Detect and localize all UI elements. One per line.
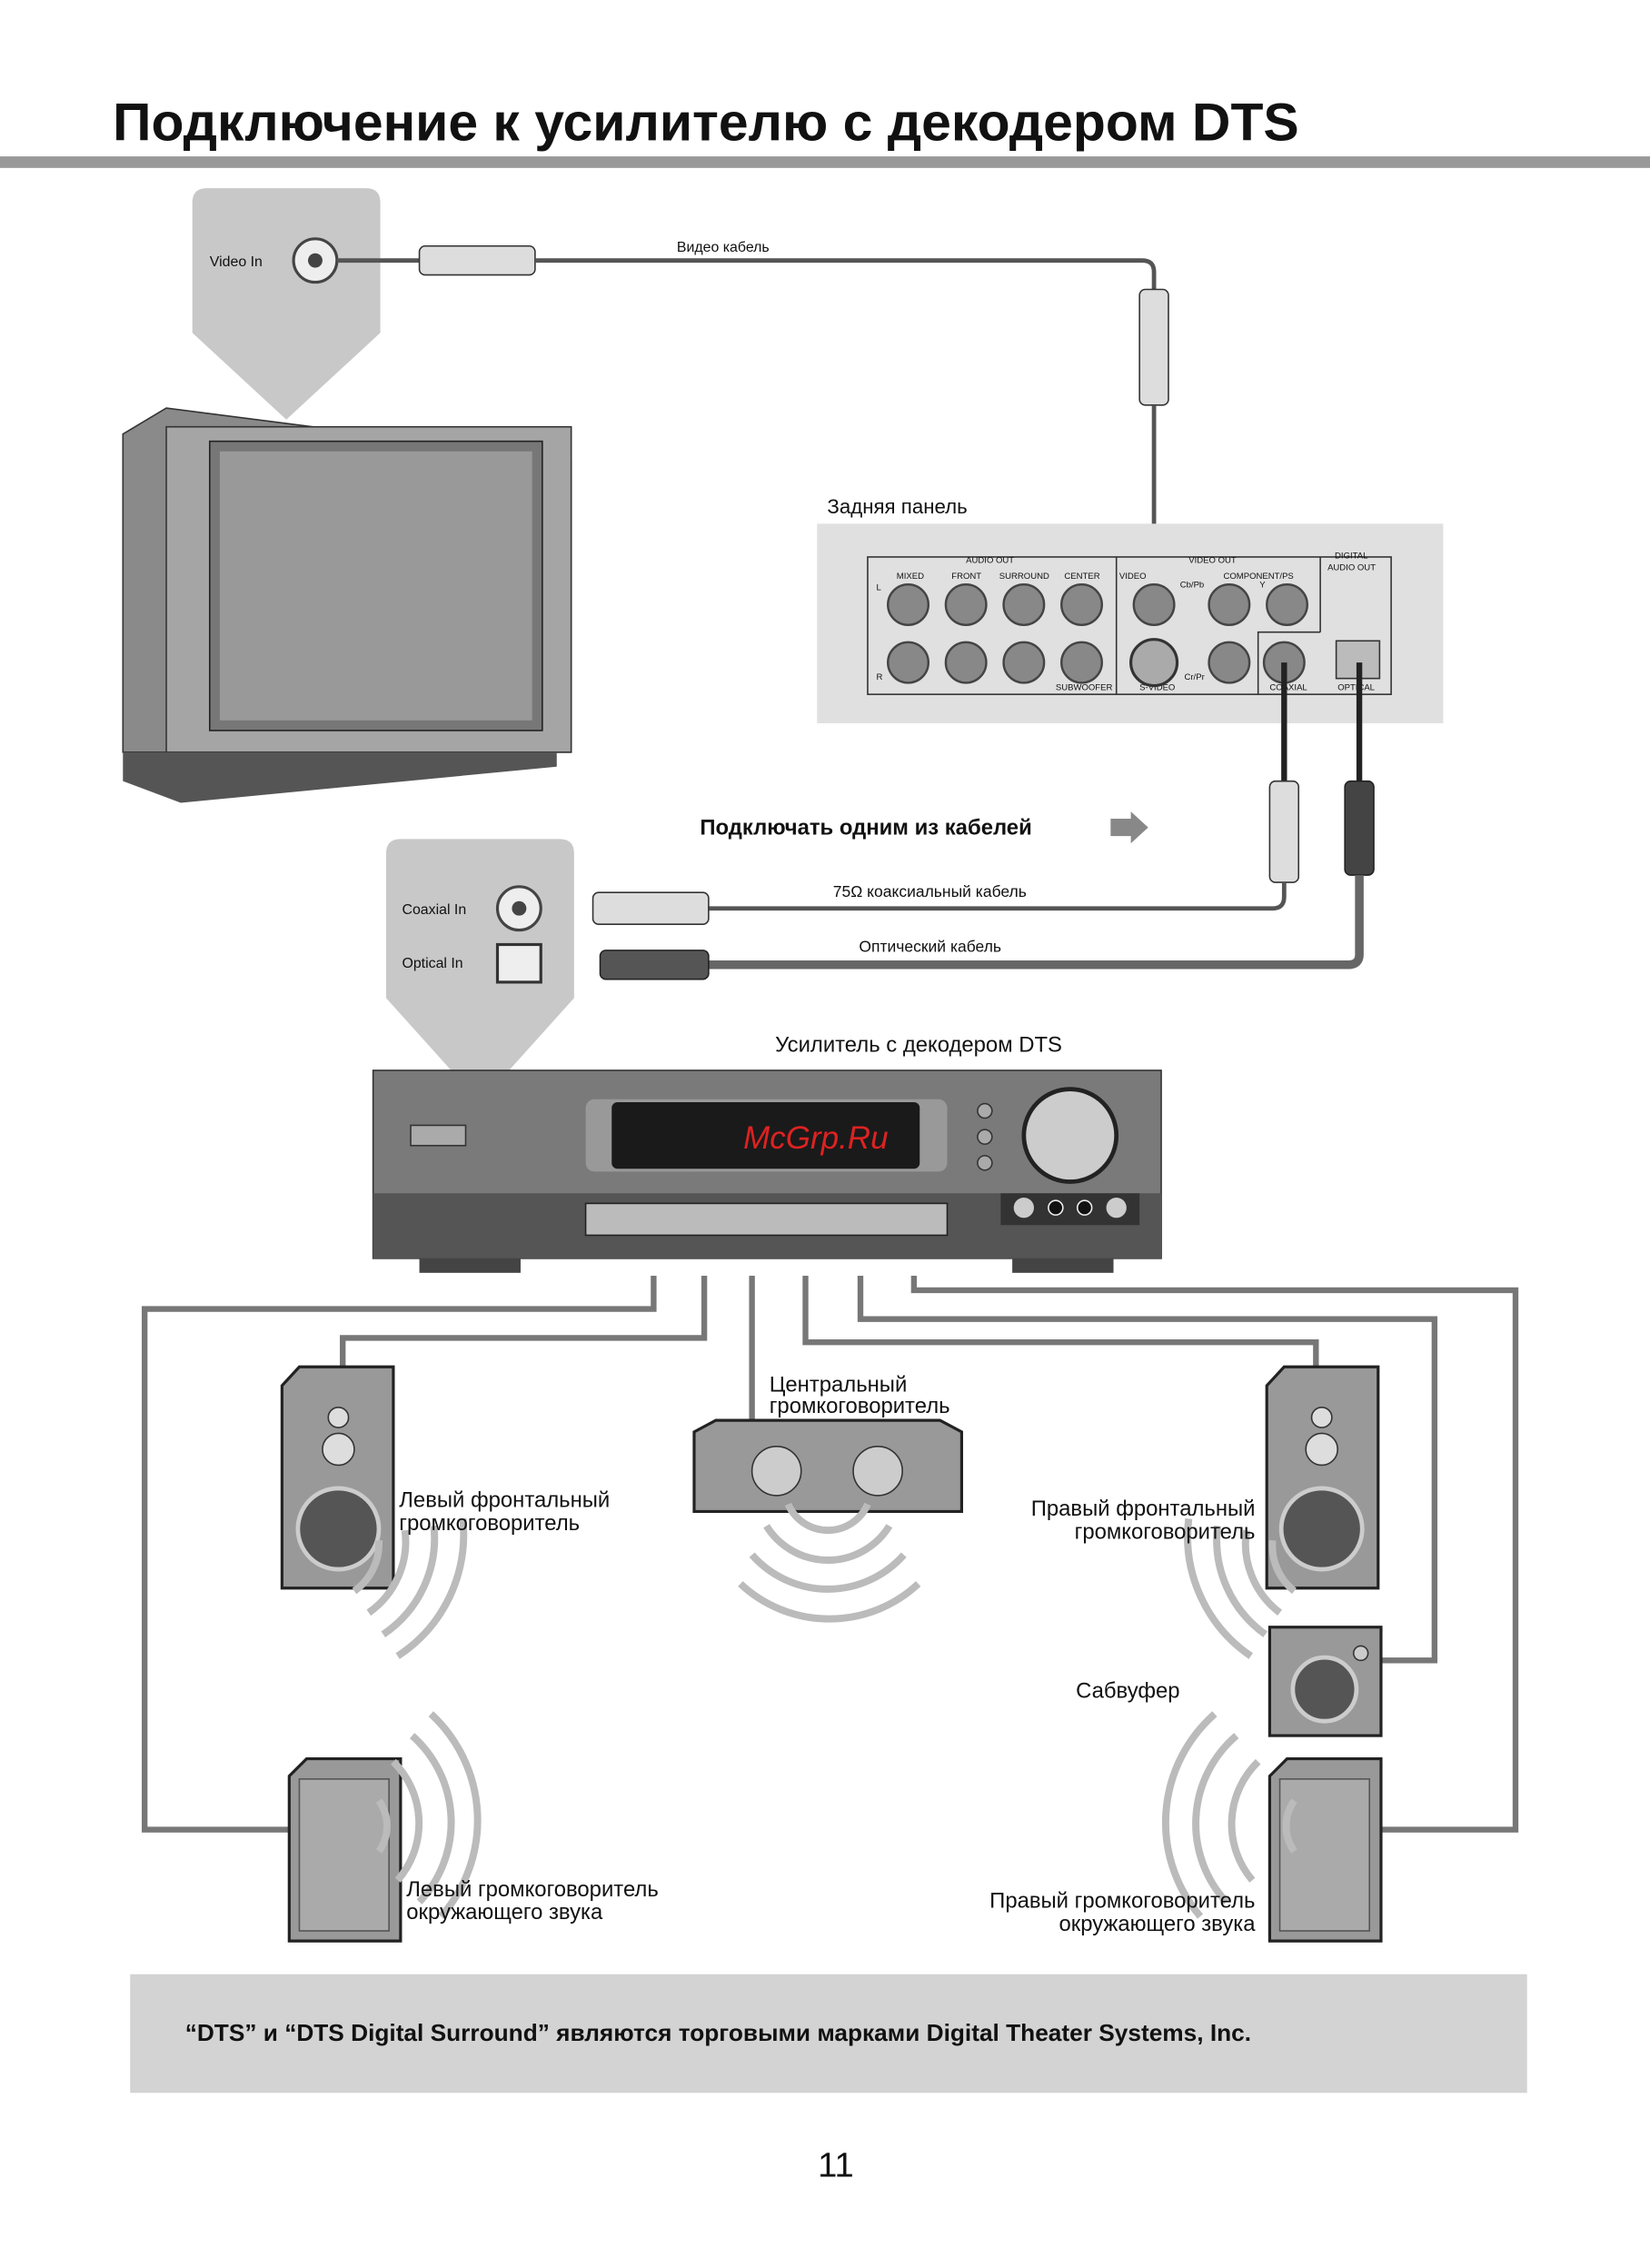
optical-in-jack — [495, 942, 542, 984]
video-out-label: VIDEO OUT — [1188, 555, 1237, 565]
surround-right-label-1: Правый громкоговоритель — [989, 1888, 1255, 1913]
center-label-2: громкоговоритель — [770, 1394, 950, 1418]
component-label: COMPONENT/PS — [1223, 572, 1293, 582]
front-left-label-2: громкоговоритель — [399, 1511, 580, 1536]
digital-label-2: AUDIO OUT — [1327, 562, 1376, 572]
volume-knob — [1021, 1087, 1119, 1184]
center-label-1: Центральный — [770, 1372, 908, 1397]
cr-pr-label: Cr/Pr — [1185, 672, 1206, 682]
rca-jacks — [887, 583, 1381, 688]
r-label: R — [877, 672, 883, 682]
subwoofer-out-label: SUBWOOFER — [1056, 682, 1113, 692]
s-video-label: S-VIDEO — [1139, 682, 1175, 692]
surround-left-label-1: Левый громкоговоритель — [406, 1877, 659, 1902]
surround-right-speaker: Правый громкоговоритель окружающего звук… — [989, 1711, 1383, 1943]
video-in-label: Video In — [210, 254, 263, 270]
surround-left-speaker: Левый громкоговоритель окружающего звука — [287, 1711, 659, 1943]
optical-out-label: OPTICAL — [1337, 682, 1375, 692]
watermark: McGrp.Ru — [743, 1120, 888, 1156]
tv-illustration — [122, 407, 572, 803]
digital-cables: 75Ω коаксиальный кабель Оптический кабел… — [591, 662, 1375, 980]
footer-box — [130, 1974, 1527, 2094]
video-cable: Видео кабель — [336, 240, 1169, 608]
title-rule — [0, 156, 1650, 168]
center-label: CENTER — [1064, 572, 1099, 582]
coaxial-in-label: Coaxial In — [402, 902, 466, 918]
video-label: VIDEO — [1119, 572, 1147, 582]
subwoofer-label: Сабвуфер — [1076, 1679, 1179, 1704]
cb-pb-label: Cb/Pb — [1180, 580, 1204, 590]
amp-input-callout: Coaxial In Optical In — [385, 839, 574, 1070]
front-label: FRONT — [951, 572, 981, 582]
surround-right-label-2: окружающего звука — [1059, 1912, 1256, 1936]
display-panel — [611, 1101, 920, 1169]
page-title: Подключение к усилителю с декодером DTS — [113, 94, 1299, 153]
l-label: L — [877, 583, 881, 593]
surround-label: SURROUND — [999, 572, 1049, 582]
surround-left-label-2: окружающего звука — [406, 1900, 603, 1925]
tv-video-in-callout: Video In — [192, 188, 381, 420]
optical-in-label: Optical In — [402, 956, 462, 971]
y-label: Y — [1259, 580, 1266, 590]
mixed-label: MIXED — [897, 572, 924, 582]
front-left-label-1: Левый фронтальный — [399, 1488, 610, 1513]
coaxial-out-label: COAXIAL — [1269, 682, 1307, 692]
rear-panel: Задняя панель AUDIO OUT VIDEO OUT DIGITA… — [817, 495, 1444, 723]
page-number: 11 — [818, 2146, 854, 2185]
rear-panel-title: Задняя панель — [827, 495, 967, 518]
coaxial-cable-label: 75Ω коаксиальный кабель — [833, 882, 1027, 900]
video-cable-label: Видео кабель — [677, 240, 770, 255]
front-left-speaker: Левый фронтальный громкоговоритель — [280, 1365, 610, 1659]
speaker-wires — [141, 1275, 1519, 1833]
connect-one-note: Подключать одним из кабелей — [700, 816, 1031, 841]
amp-label: Усилитель с декодером DTS — [775, 1032, 1062, 1057]
center-speaker: Центральный громкоговоритель — [692, 1372, 963, 1623]
optical-cable-label: Оптический кабель — [859, 937, 1001, 955]
subwoofer-speaker: Сабвуфер — [1076, 1626, 1383, 1737]
trademark-note: “DTS” и “DTS Digital Surround” являются … — [185, 2019, 1251, 2046]
amplifier: Усилитель с декодером DTS McGrp.Ru — [372, 1032, 1162, 1273]
front-right-label-1: Правый фронтальный — [1031, 1497, 1256, 1521]
digital-label-1: DIGITAL — [1335, 552, 1367, 562]
arrow-right-icon — [1110, 811, 1148, 844]
front-right-label-2: громкоговоритель — [1075, 1520, 1256, 1545]
audio-out-label: AUDIO OUT — [966, 555, 1014, 565]
front-right-speaker: Правый фронтальный громкоговоритель — [1031, 1365, 1380, 1659]
